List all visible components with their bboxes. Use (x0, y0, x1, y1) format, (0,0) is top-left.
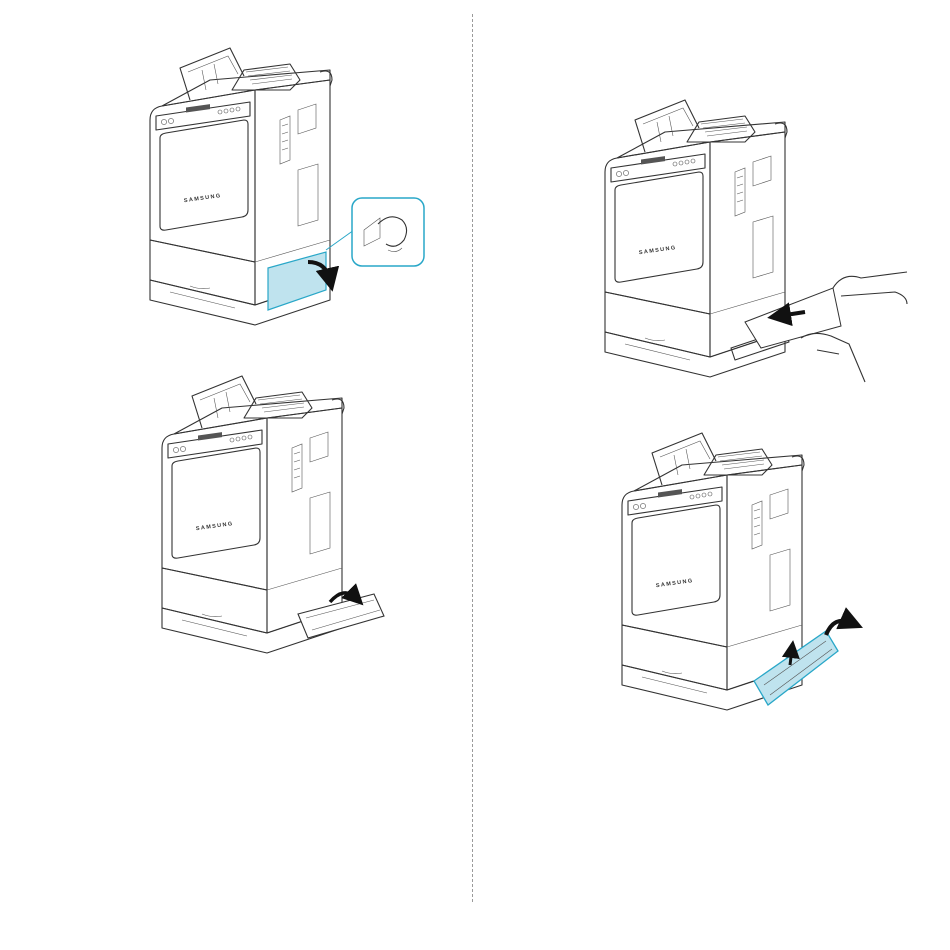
brand-label: SAMSUNG (196, 521, 234, 532)
hand-icon (833, 272, 907, 304)
illustration-pull-paper-out: SAMSUNG (595, 92, 915, 392)
illustration-open-rear-tray: SAMSUNG (152, 368, 412, 658)
illustration-close-rear-tray: SAMSUNG (612, 425, 872, 725)
rear-tray-highlight (754, 631, 838, 705)
brand-label: SAMSUNG (639, 245, 677, 256)
illustration-open-side-cover: SAMSUNG (140, 40, 440, 330)
side-cover-highlight (268, 252, 326, 310)
brand-label: SAMSUNG (656, 578, 694, 589)
brand-label: SAMSUNG (184, 193, 222, 204)
column-divider (472, 14, 473, 902)
close-arrow-icon (826, 621, 852, 635)
detail-callout (352, 198, 424, 266)
jammed-paper (745, 288, 841, 348)
